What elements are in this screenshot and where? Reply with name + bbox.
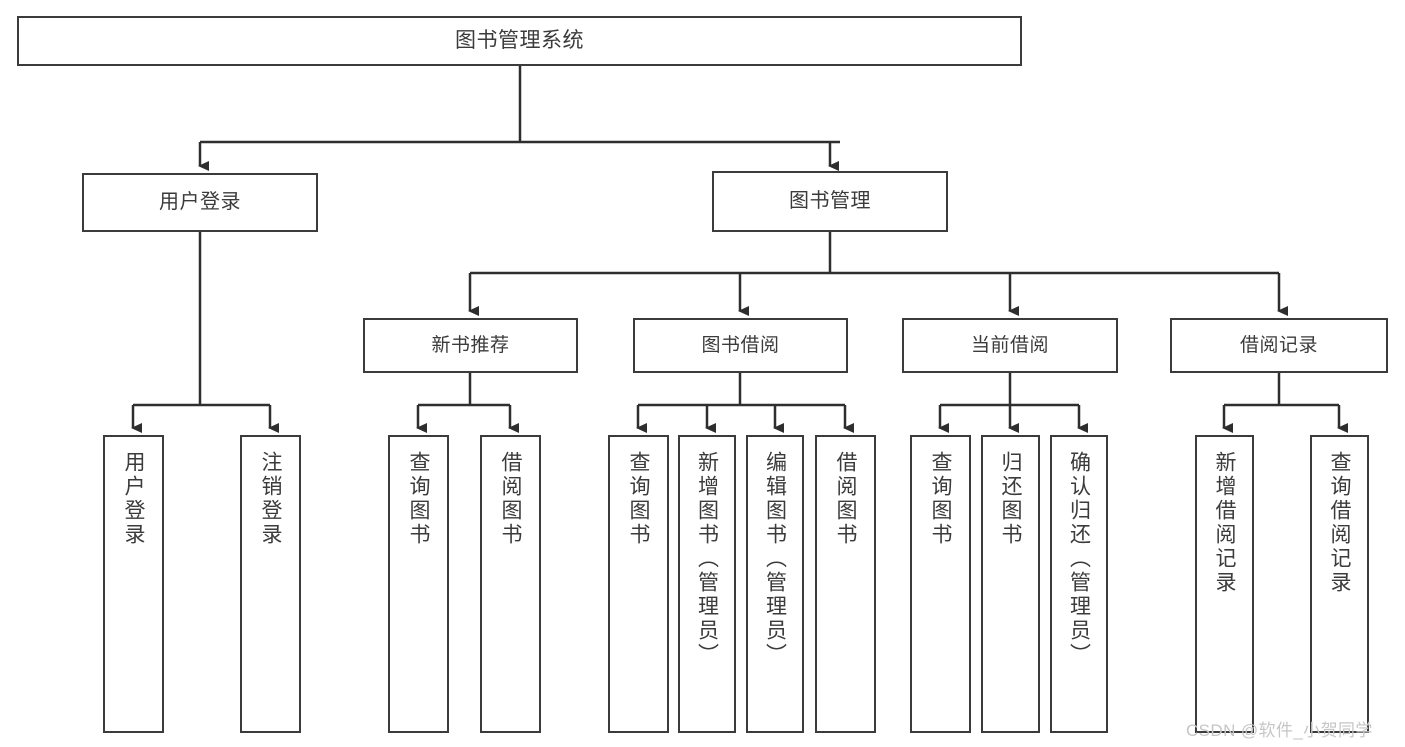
node-label: 借阅图书 <box>499 451 522 547</box>
node-label: 查询借阅记录 <box>1328 451 1351 595</box>
node-label: 用户登录 <box>159 191 241 214</box>
node-leaf-confirm-return-admin[interactable]: 确认归还（管理员） <box>1050 435 1108 733</box>
node-label: 新增图书（管理员） <box>695 451 719 667</box>
node-label: 借阅图书 <box>834 451 857 547</box>
node-book-borrow[interactable]: 图书借阅 <box>633 318 848 373</box>
node-label: 查询图书 <box>929 451 952 547</box>
node-label: 借阅记录 <box>1239 334 1318 356</box>
node-label: 图书借阅 <box>701 334 780 356</box>
node-label: 当前借阅 <box>970 334 1049 356</box>
node-label: 确认归还（管理员） <box>1067 451 1091 667</box>
node-label: 新增借阅记录 <box>1213 451 1236 595</box>
node-label: 新书推荐 <box>431 334 510 356</box>
node-leaf-query-books-current[interactable]: 查询图书 <box>910 435 971 733</box>
node-label: 用户登录 <box>122 451 145 547</box>
node-book-management[interactable]: 图书管理 <box>712 171 948 232</box>
node-leaf-add-book-admin[interactable]: 新增图书（管理员） <box>678 435 736 733</box>
node-user-login[interactable]: 用户登录 <box>82 173 318 232</box>
node-leaf-return-books[interactable]: 归还图书 <box>981 435 1040 733</box>
node-leaf-logout[interactable]: 注销登录 <box>240 435 301 733</box>
node-label: 查询图书 <box>407 451 430 547</box>
node-label: 图书管理 <box>789 190 871 213</box>
node-label: 查询图书 <box>627 451 650 547</box>
node-label: 编辑图书（管理员） <box>763 451 787 667</box>
node-root-system[interactable]: 图书管理系统 <box>17 16 1022 66</box>
node-leaf-borrow-books-new[interactable]: 借阅图书 <box>480 435 541 733</box>
node-label: 注销登录 <box>259 451 282 547</box>
node-leaf-query-books[interactable]: 查询图书 <box>608 435 669 733</box>
node-leaf-user-login[interactable]: 用户登录 <box>103 435 164 733</box>
csdn-watermark: CSDN @软件_小贺同学 <box>1186 721 1373 740</box>
node-label: 归还图书 <box>999 451 1022 547</box>
node-current-borrow[interactable]: 当前借阅 <box>902 318 1118 373</box>
node-borrow-record[interactable]: 借阅记录 <box>1170 318 1388 373</box>
node-label: 图书管理系统 <box>455 29 584 53</box>
node-new-book-recommend[interactable]: 新书推荐 <box>363 318 578 373</box>
node-leaf-add-borrow-record[interactable]: 新增借阅记录 <box>1195 435 1254 733</box>
node-leaf-query-books-new[interactable]: 查询图书 <box>388 435 449 733</box>
node-leaf-edit-book-admin[interactable]: 编辑图书（管理员） <box>746 435 804 733</box>
node-leaf-borrow-books[interactable]: 借阅图书 <box>815 435 876 733</box>
node-leaf-query-borrow-record[interactable]: 查询借阅记录 <box>1310 435 1369 733</box>
